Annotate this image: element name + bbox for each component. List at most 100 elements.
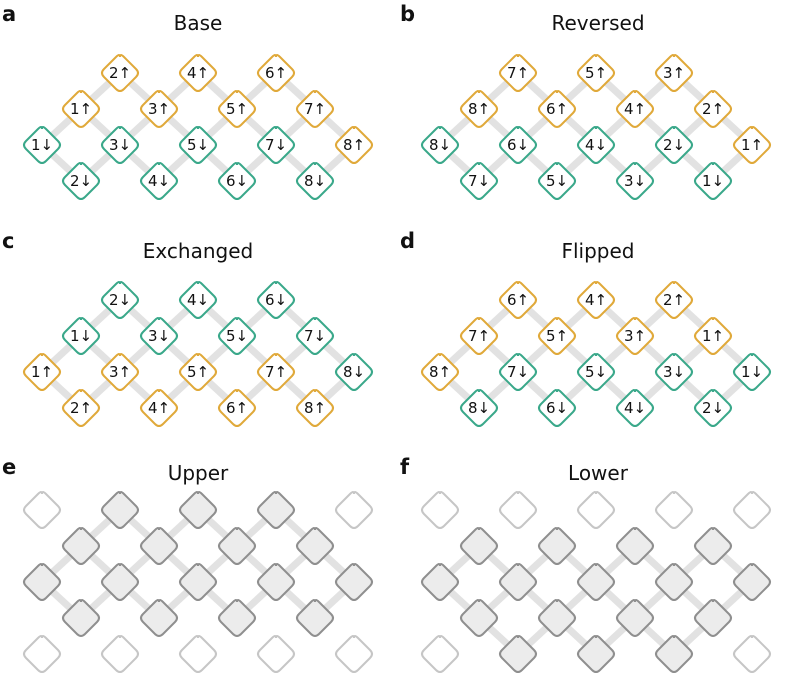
node-label: 1↑ [702, 327, 724, 345]
node-label: 8↑ [304, 399, 326, 417]
node-label: 6↑ [265, 64, 287, 82]
active-site-node [101, 563, 139, 601]
spin-up-node [140, 389, 178, 427]
inactive-site-node [23, 635, 61, 673]
inactive-site-node [101, 635, 139, 673]
lattice-graph [23, 491, 373, 673]
spin-up-node [694, 317, 732, 355]
active-site-node [218, 599, 256, 637]
node-label: 8↓ [343, 363, 365, 381]
node-label: 7↓ [468, 172, 490, 190]
spin-up-node [655, 54, 693, 92]
active-site-node [499, 635, 537, 673]
panel-title: Lower [568, 461, 629, 485]
spin-down-node [694, 389, 732, 427]
node-label: 7↑ [507, 64, 529, 82]
node-label: 3↑ [624, 327, 646, 345]
active-site-node [694, 527, 732, 565]
spin-down-node [62, 162, 100, 200]
node-label: 2↑ [663, 291, 685, 309]
spin-down-node [218, 162, 256, 200]
node-label: 7↓ [507, 363, 529, 381]
node-label: 6↓ [265, 291, 287, 309]
node-label: 2↑ [70, 399, 92, 417]
node-label: 5↓ [546, 172, 568, 190]
panel-title: Exchanged [143, 239, 253, 263]
spin-down-node [101, 126, 139, 164]
node-label: 5↓ [226, 327, 248, 345]
spin-down-node [460, 162, 498, 200]
node-label: 3↓ [148, 327, 170, 345]
node-label: 4↑ [585, 291, 607, 309]
node-label: 4↑ [148, 399, 170, 417]
node-layer: 7↑5↑3↑8↑6↑4↑2↑8↓6↓4↓2↓1↑7↓5↓3↓1↓ [421, 54, 771, 200]
node-label: 5↑ [546, 327, 568, 345]
active-site-node [499, 563, 537, 601]
spin-up-node [616, 317, 654, 355]
active-site-node [179, 563, 217, 601]
panel-title: Flipped [561, 239, 634, 263]
node-label: 4↓ [585, 136, 607, 154]
spin-up-node [23, 353, 61, 391]
spin-down-node [140, 162, 178, 200]
spin-up-node [655, 281, 693, 319]
spin-up-node [179, 54, 217, 92]
spin-up-node [179, 353, 217, 391]
panel-title: Base [174, 11, 223, 35]
spin-down-node [616, 162, 654, 200]
spin-up-node [577, 54, 615, 92]
node-label: 3↓ [109, 136, 131, 154]
spin-down-node [101, 281, 139, 319]
active-site-node [538, 599, 576, 637]
spin-down-node [421, 126, 459, 164]
panel-letter: b [400, 2, 415, 26]
lattice-graph: 6↑4↑2↑7↑5↑3↑1↑8↑7↓5↓3↓1↓8↓6↓4↓2↓ [421, 281, 771, 427]
panel-d: d Flipped 6↑4↑2↑7↑5↑3↑1↑8↑7↓5↓3↓1↓8↓6↓4↓… [400, 229, 771, 427]
node-label: 5↑ [226, 100, 248, 118]
node-label: 5↓ [585, 363, 607, 381]
lattice-graph: 2↑4↑6↑1↑3↑5↑7↑1↓3↓5↓7↓8↑2↓4↓6↓8↓ [23, 54, 373, 200]
spin-down-node [616, 389, 654, 427]
active-site-node [140, 599, 178, 637]
active-site-node [296, 599, 334, 637]
spin-up-node [218, 90, 256, 128]
panel-letter: c [2, 229, 14, 253]
active-site-node [218, 527, 256, 565]
spin-down-node [296, 162, 334, 200]
spin-up-node [616, 90, 654, 128]
spin-down-node [296, 317, 334, 355]
spin-down-node [257, 281, 295, 319]
inactive-site-node [577, 491, 615, 529]
active-site-node [577, 635, 615, 673]
spin-down-node [499, 126, 537, 164]
node-label: 2↓ [702, 399, 724, 417]
active-site-node [179, 491, 217, 529]
node-label: 2↑ [702, 100, 724, 118]
node-label: 4↓ [187, 291, 209, 309]
node-label: 6↓ [507, 136, 529, 154]
lattice-graph: 7↑5↑3↑8↑6↑4↑2↑8↓6↓4↓2↓1↑7↓5↓3↓1↓ [421, 54, 771, 200]
inactive-site-node [23, 491, 61, 529]
node-label: 6↑ [546, 100, 568, 118]
spin-down-node [23, 126, 61, 164]
inactive-site-node [335, 635, 373, 673]
spin-up-node [499, 54, 537, 92]
node-label: 1↑ [741, 136, 763, 154]
spin-down-node [179, 126, 217, 164]
node-label: 1↓ [741, 363, 763, 381]
node-label: 2↑ [109, 64, 131, 82]
node-layer: 2↑4↑6↑1↑3↑5↑7↑1↓3↓5↓7↓8↑2↓4↓6↓8↓ [23, 54, 373, 200]
active-site-node [460, 527, 498, 565]
node-label: 7↑ [304, 100, 326, 118]
active-site-node [655, 635, 693, 673]
node-label: 7↑ [468, 327, 490, 345]
panel-b: b Reversed 7↑5↑3↑8↑6↑4↑2↑8↓6↓4↓2↓1↑7↓5↓3… [400, 2, 771, 200]
node-label: 2↓ [109, 291, 131, 309]
spin-down-node [694, 162, 732, 200]
node-label: 1↑ [70, 100, 92, 118]
inactive-site-node [733, 635, 771, 673]
spin-down-node [655, 353, 693, 391]
spin-down-node [538, 389, 576, 427]
spin-up-node [62, 90, 100, 128]
